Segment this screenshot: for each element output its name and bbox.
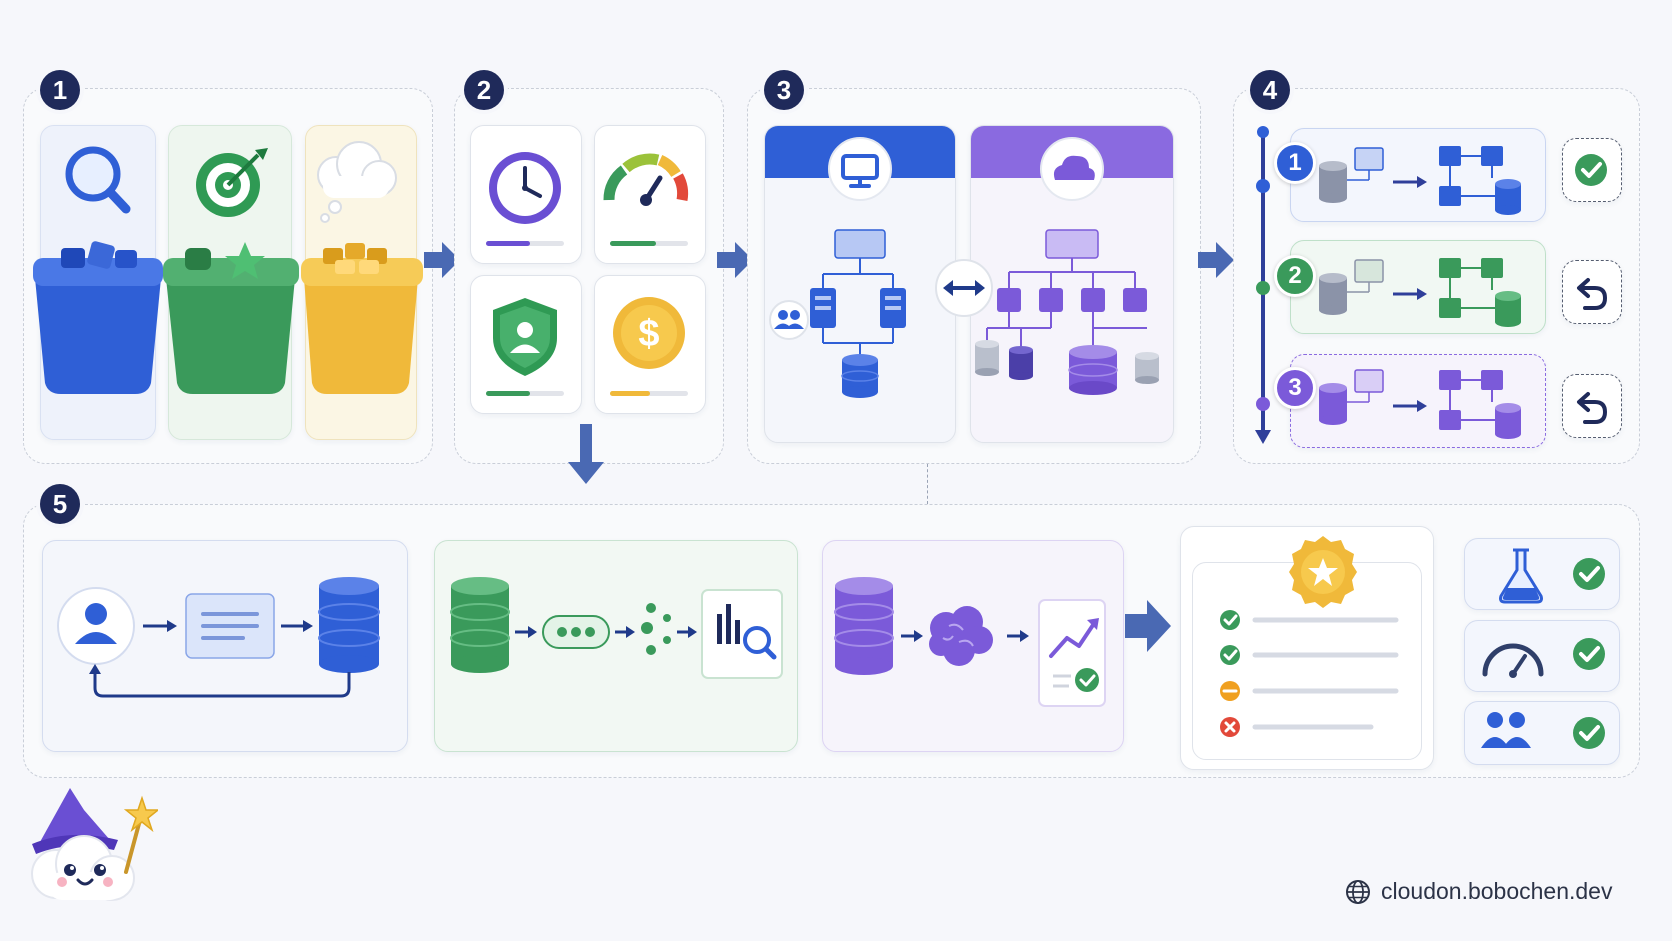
award-badge-icon — [1289, 536, 1357, 608]
footer-site-text: cloudon.bobochen.dev — [1381, 878, 1613, 904]
step-5-illustration — [57, 536, 1605, 749]
undo-icon — [1577, 392, 1608, 424]
migration-row-1-diagram — [1319, 146, 1521, 215]
gauge-icon — [603, 153, 689, 206]
step-1-badge: 1 — [40, 70, 80, 110]
arrow-2-to-3 — [717, 242, 753, 278]
brain-icon — [929, 606, 993, 666]
step-3-illustration — [769, 137, 1159, 398]
green-bucket-icon — [163, 242, 299, 394]
step-3-badge: 3 — [764, 70, 804, 110]
globe-icon — [1346, 879, 1370, 904]
database-icon — [318, 577, 380, 673]
speedometer-icon — [1482, 643, 1544, 678]
cloud-icon — [1040, 137, 1104, 201]
analytics-search-icon — [701, 589, 783, 679]
migration-step-3-number: 3 — [1274, 367, 1316, 409]
thought-cloud-icon — [317, 141, 397, 223]
scatter-dots-icon — [641, 603, 671, 655]
check-icon — [1573, 558, 1605, 590]
green-database-icon — [450, 577, 510, 673]
trend-report-icon — [1038, 599, 1106, 707]
arrow-2-to-5 — [568, 424, 604, 484]
step-1-illustration — [33, 141, 423, 394]
arrow-3-to-4 — [1198, 242, 1234, 278]
users-icon — [769, 300, 809, 340]
undo-icon — [1577, 278, 1608, 310]
footer-site[interactable]: cloudon.bobochen.dev — [1345, 878, 1612, 905]
check-icon — [1575, 154, 1607, 186]
status-check-box — [1562, 138, 1622, 202]
user-icon — [57, 587, 135, 665]
users-icon — [1481, 712, 1531, 748]
source-database-icon — [841, 354, 879, 398]
migration-row-2-diagram — [1319, 258, 1521, 327]
check-icon — [1573, 638, 1605, 670]
step-2-badge: 2 — [464, 70, 504, 110]
migration-step-2-number: 2 — [1274, 255, 1316, 297]
status-undo-box-2[interactable] — [1562, 374, 1622, 438]
status-undo-box-1[interactable] — [1562, 260, 1622, 324]
check-icon — [1573, 717, 1605, 749]
flask-icon — [1499, 548, 1543, 604]
step-4-badge: 4 — [1250, 70, 1290, 110]
connector-3-to-5 — [927, 464, 928, 504]
document-icon — [185, 593, 275, 659]
purple-database-icon — [834, 577, 894, 675]
step-2-illustration: $ — [486, 152, 689, 396]
processing-icon — [542, 615, 610, 649]
dollar-icon: $ — [613, 297, 685, 369]
target-icon — [196, 148, 268, 217]
monitor-icon — [828, 137, 892, 201]
yellow-bucket-icon — [301, 243, 423, 394]
step-4-illustration — [1255, 126, 1608, 444]
clock-icon — [489, 152, 561, 224]
checklist-items — [1220, 610, 1399, 737]
wizard-cloud-mascot — [31, 788, 158, 901]
svg-text:$: $ — [638, 313, 659, 355]
migration-step-1-number: 1 — [1274, 142, 1316, 184]
search-icon — [65, 146, 131, 214]
arrow-1-to-2 — [424, 242, 460, 278]
migration-row-3-diagram — [1319, 369, 1521, 439]
target-database-icons — [975, 340, 1159, 395]
blue-bucket-icon — [33, 241, 163, 394]
step-5-badge: 5 — [40, 484, 80, 524]
bidirectional-arrow-icon — [935, 259, 993, 317]
shield-user-icon — [493, 298, 557, 376]
